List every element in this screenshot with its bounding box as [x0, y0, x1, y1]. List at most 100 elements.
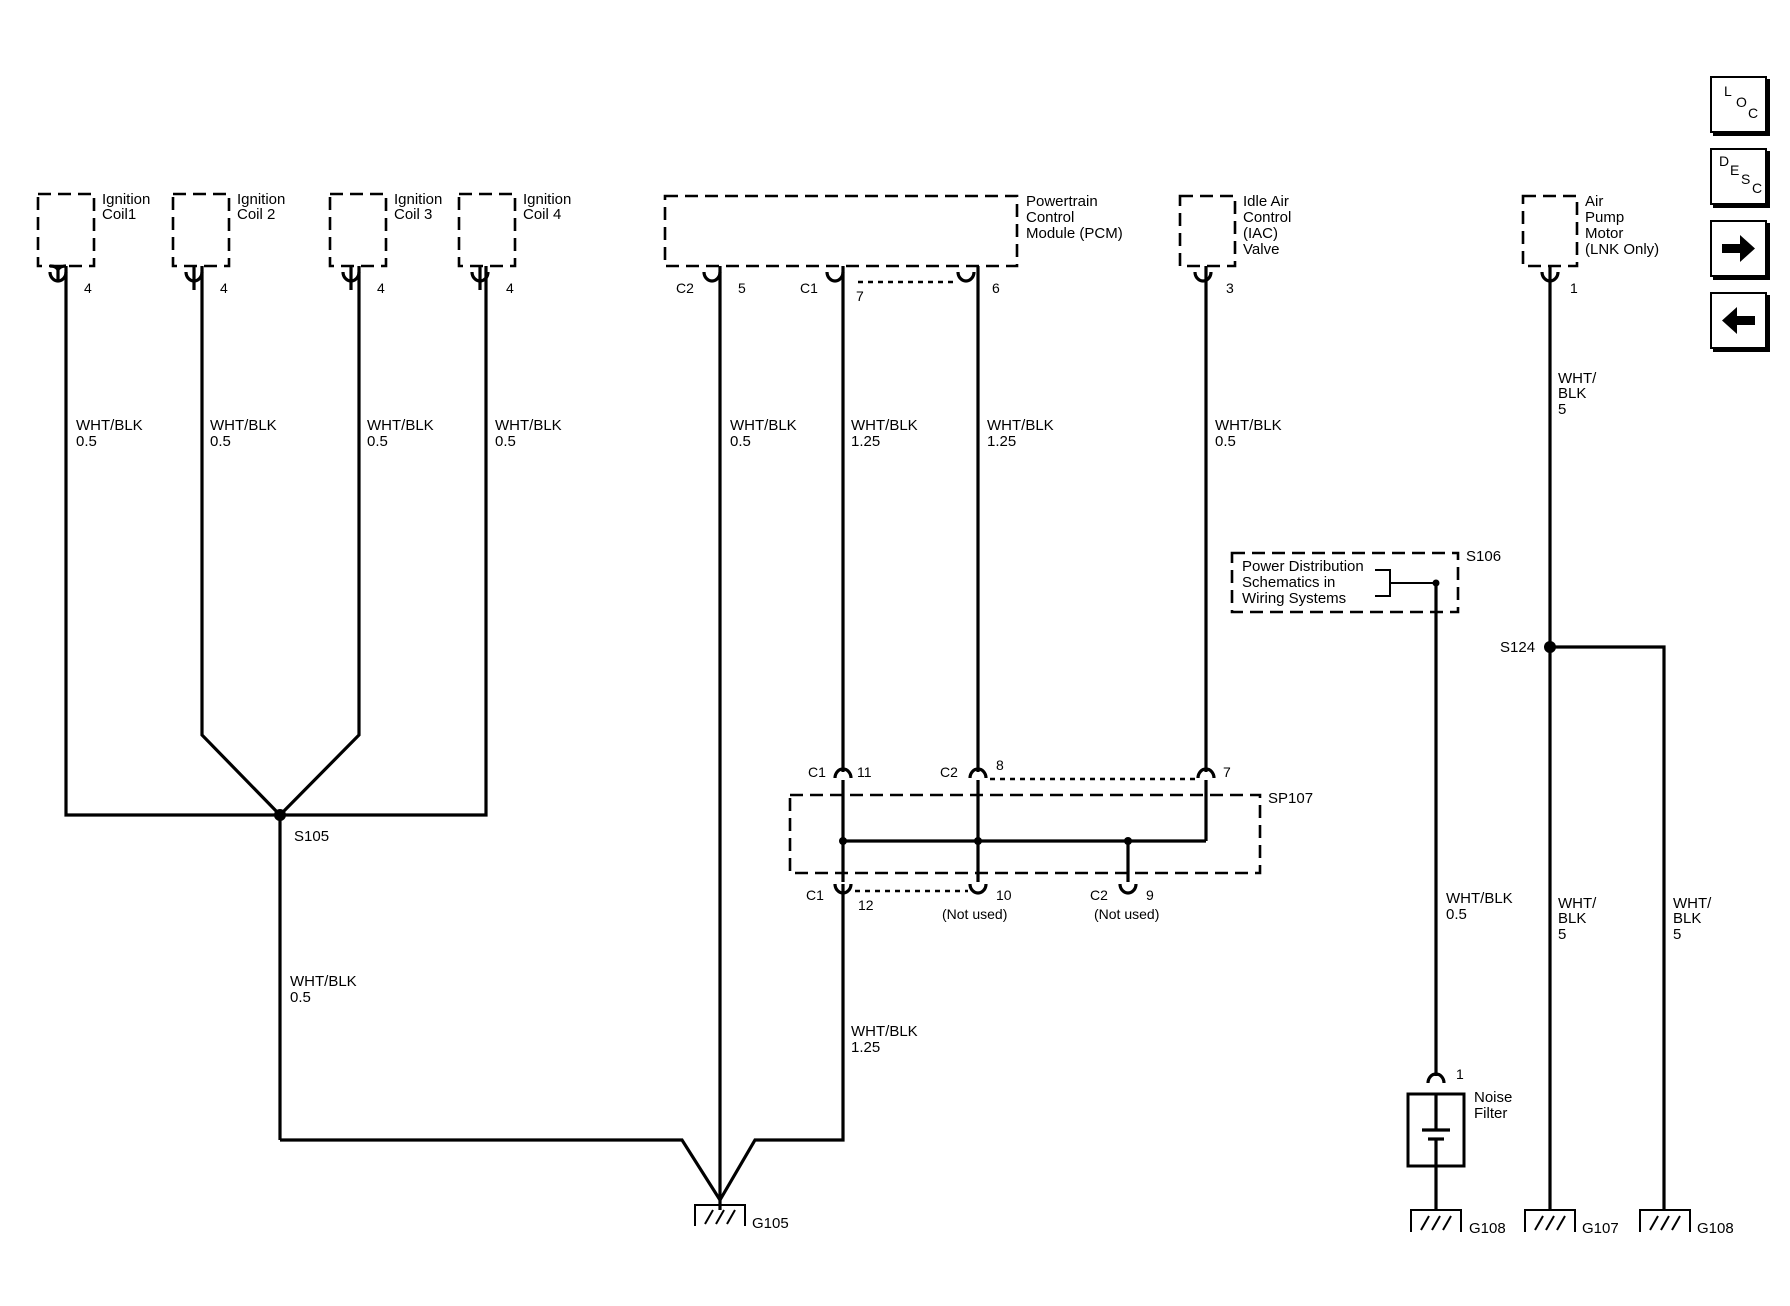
connector-id: C1 [806, 887, 824, 903]
pin-number: 11 [857, 764, 872, 780]
wire-color: WHT/BLK [1215, 417, 1282, 434]
component-label-line: Ignition [237, 191, 285, 208]
component-label-line: Powertrain [1026, 193, 1098, 210]
component-label-line: Module (PCM) [1026, 225, 1123, 242]
wire-color: WHT/BLK [76, 417, 143, 434]
component-label-line: Control [1243, 209, 1291, 226]
wire-color: WHT/BLK [367, 417, 434, 434]
not-used-label: (Not used) [942, 906, 1007, 922]
wire-gauge: 5 [1673, 926, 1681, 943]
splice-pack-sp107[interactable]: C1 11 C2 8 7 SP107 C1 12 10 (Not used) C… [788, 757, 1313, 922]
wire-color: WHT/ [1558, 370, 1597, 387]
connector-id: C2 [940, 764, 958, 780]
arrow-right-icon [1722, 235, 1755, 262]
wire-gauge: 0.5 [1215, 433, 1236, 450]
pin-number: 4 [506, 280, 514, 296]
wire-color: BLK [1558, 385, 1586, 402]
not-used-label: (Not used) [1094, 906, 1159, 922]
loc-letter: C [1748, 105, 1759, 121]
previous-page-button[interactable] [1710, 292, 1767, 349]
connector-pins: 4 4 4 4 C2 5 C1 7 6 3 1 [48, 264, 1578, 304]
connector-id: C1 [800, 280, 818, 296]
pin-number: 4 [220, 280, 228, 296]
ground-label: G105 [752, 1215, 789, 1232]
pin-number: 12 [858, 897, 874, 913]
component-label-line: Ignition [394, 191, 442, 208]
ground-g105[interactable]: G105 [694, 1204, 789, 1232]
connector-id: C2 [1090, 887, 1108, 903]
next-page-button[interactable] [1710, 220, 1767, 277]
wire-color: WHT/ [1558, 895, 1597, 912]
pcm-wires: WHT/BLK 0.5 WHT/BLK 1.25 WHT/BLK 1.25 WH… [718, 266, 1282, 1210]
pin-number: 1 [1456, 1066, 1464, 1082]
wire-color: BLK [1558, 910, 1586, 927]
splice-label: S124 [1500, 639, 1535, 656]
wire-gauge: 0.5 [76, 433, 97, 450]
power-distribution-ref[interactable]: Power Distribution Schematics in Wiring … [1230, 548, 1501, 614]
component-label-line: Schematics in [1242, 574, 1335, 591]
component-label-line: Idle Air [1243, 193, 1289, 210]
ground-g108-a[interactable]: G108 [1410, 1209, 1506, 1237]
loc-button[interactable]: L O C [1710, 76, 1767, 133]
wire-color: WHT/ [1673, 895, 1712, 912]
pin-number: 1 [1570, 280, 1578, 296]
component-label-line: Coil 4 [523, 206, 561, 223]
desc-letter: C [1752, 180, 1763, 196]
noise-filter[interactable]: Noise Filter [1406, 1089, 1512, 1210]
component-label-line: Coil 2 [237, 206, 275, 223]
ignition-coil-2[interactable]: Ignition Coil 2 [171, 191, 285, 268]
ignition-coil-1[interactable]: Ignition Coil1 [36, 191, 150, 268]
component-label-line: Ignition [523, 191, 571, 208]
splice-s124-dot [1544, 641, 1556, 653]
pin-number: 5 [738, 280, 746, 296]
component-label-line: Pump [1585, 209, 1624, 226]
ground-g108-b[interactable]: G108 [1639, 1209, 1734, 1237]
desc-button[interactable]: D E S C [1710, 148, 1767, 205]
wire-color: WHT/BLK [987, 417, 1054, 434]
wire-gauge: 5 [1558, 926, 1566, 943]
connector-id: C2 [676, 280, 694, 296]
component-label-line: Noise [1474, 1089, 1512, 1106]
ground-label: G108 [1697, 1220, 1734, 1237]
desc-letter: D [1719, 153, 1730, 169]
component-label-line: Ignition [102, 191, 150, 208]
wire-gauge: 0.5 [367, 433, 388, 450]
component-label-line: Filter [1474, 1105, 1507, 1122]
wire-gauge: 0.5 [730, 433, 751, 450]
ground-label: G108 [1469, 1220, 1506, 1237]
pin-number: 9 [1146, 887, 1154, 903]
pin-number: 6 [992, 280, 1000, 296]
pin-number: 7 [856, 288, 864, 304]
pin-number: 4 [84, 280, 92, 296]
air-pump-motor[interactable]: Air Pump Motor (LNK Only) [1521, 193, 1659, 268]
pin-number: 7 [1223, 764, 1231, 780]
component-label-line: Air [1585, 193, 1603, 210]
ignition-coil-4[interactable]: Ignition Coil 4 [457, 191, 571, 268]
loc-letter: L [1724, 83, 1732, 99]
wire-color: WHT/BLK [290, 973, 357, 990]
wire-gauge: 0.5 [495, 433, 516, 450]
coil-wires: S105 WHT/BLK 0.5 WHT/BLK 0.5 WHT/BLK 0.5… [64, 266, 562, 1140]
component-label-line: Control [1026, 209, 1074, 226]
wire-color: BLK [1673, 910, 1701, 927]
loc-letter: O [1736, 94, 1747, 110]
splice-label: S106 [1466, 548, 1501, 565]
noise-filter-circuit: WHT/BLK 0.5 1 [1426, 583, 1513, 1084]
splice-label: SP107 [1268, 790, 1313, 807]
connector-id: C1 [808, 764, 826, 780]
ignition-coil-3[interactable]: Ignition Coil 3 [328, 191, 442, 268]
ground-label: G107 [1582, 1220, 1619, 1237]
iac-valve[interactable]: Idle Air Control (IAC) Valve [1178, 193, 1291, 268]
pcm-module[interactable]: Powertrain Control Module (PCM) [663, 193, 1123, 268]
component-label-line: Wiring Systems [1242, 590, 1346, 607]
ground-g107[interactable]: G107 [1524, 1209, 1619, 1237]
component-label-line: Power Distribution [1242, 558, 1364, 575]
component-label-line: (LNK Only) [1585, 241, 1659, 258]
air-pump-wires: S124 WHT/ BLK 5 WHT/ BLK 5 WHT/ BLK 5 [1500, 266, 1712, 1210]
splice-s105-dot [274, 809, 286, 821]
wire-gauge: 0.5 [1446, 906, 1467, 923]
wire-color: WHT/BLK [495, 417, 562, 434]
sp107-to-g105-wire: WHT/BLK 1.25 [280, 884, 918, 1201]
wire-color: WHT/BLK [851, 417, 918, 434]
